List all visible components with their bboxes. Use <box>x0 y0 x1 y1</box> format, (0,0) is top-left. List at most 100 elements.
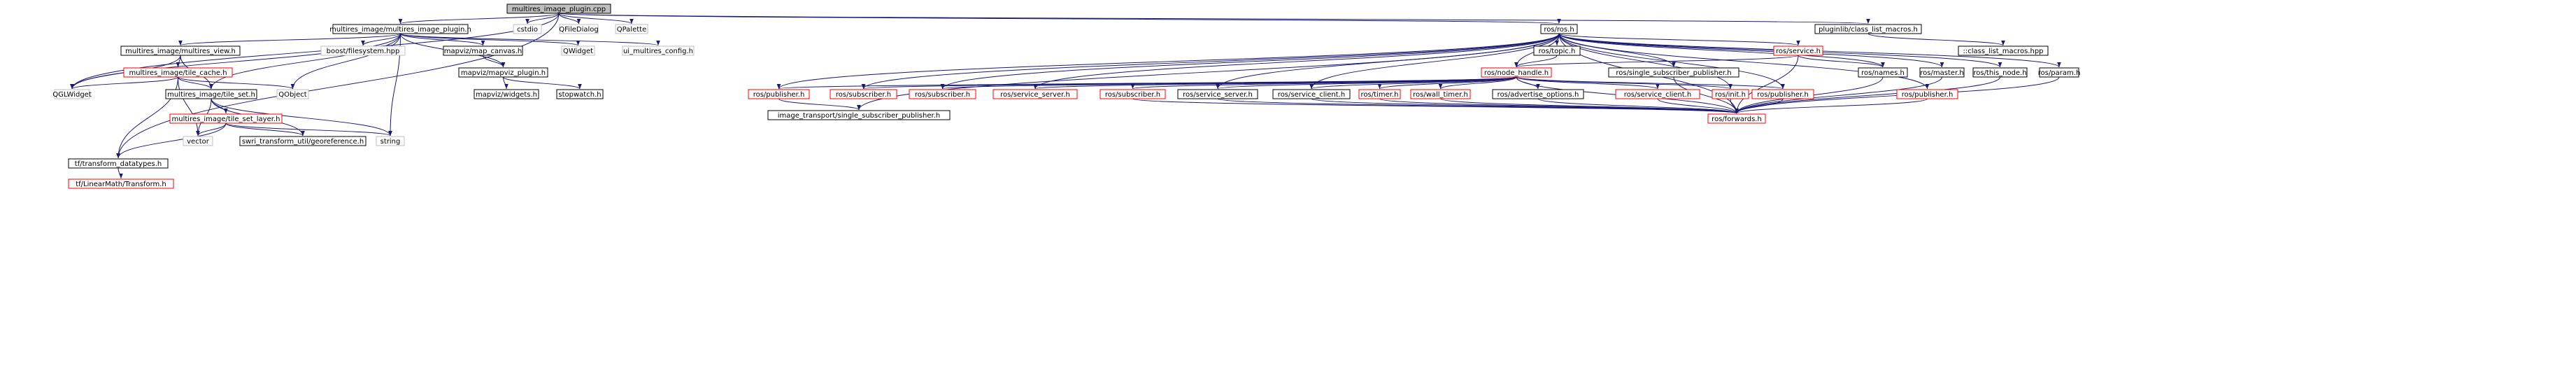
node-box-n40[interactable] <box>1272 89 1351 99</box>
node-box-n8[interactable] <box>320 46 406 56</box>
node-n23[interactable]: tf/transform_datatypes.h <box>68 158 169 169</box>
node-box-n36[interactable] <box>909 89 976 99</box>
node-box-n17[interactable] <box>474 89 539 99</box>
node-n13[interactable]: QGLWidget <box>52 89 92 99</box>
node-box-n13[interactable] <box>54 89 90 99</box>
node-n44[interactable]: ros/service_client.h <box>1615 89 1700 99</box>
node-n19[interactable]: multires_image/tile_set_layer.h <box>169 113 283 124</box>
node-n28[interactable]: ros/node_handle.h <box>1481 67 1552 78</box>
node-n24[interactable]: tf/LinearMath/Transform.h <box>68 178 174 189</box>
node-box-n15[interactable] <box>276 89 309 99</box>
node-n15[interactable]: QObject <box>276 89 309 99</box>
node-box-n25[interactable] <box>1533 46 1581 56</box>
node-box-n24[interactable] <box>68 178 174 189</box>
node-box-n32[interactable] <box>1972 67 2028 78</box>
node-box-n39[interactable] <box>1177 89 1258 99</box>
node-n45[interactable]: ros/init.h <box>1712 89 1749 99</box>
node-box-n5[interactable] <box>1540 24 1578 34</box>
node-n38[interactable]: ros/subscriber.h <box>1100 89 1166 99</box>
node-n47[interactable]: ros/publisher.h <box>1896 89 1958 99</box>
node-n10[interactable]: QWidget <box>561 46 595 56</box>
node-box-n46[interactable] <box>1751 89 1814 99</box>
node-box-n4[interactable] <box>615 24 648 34</box>
node-n17[interactable]: mapviz/widgets.h <box>474 89 539 99</box>
node-box-n14[interactable] <box>165 89 257 99</box>
node-box-n16[interactable] <box>458 67 548 78</box>
node-n32[interactable]: ros/this_node.h <box>1972 67 2028 78</box>
node-n40[interactable]: ros/service_client.h <box>1272 89 1351 99</box>
node-box-n7[interactable] <box>120 46 241 56</box>
node-box-n49[interactable] <box>1707 113 1766 124</box>
node-n22[interactable]: swri_transform_util/georeference.h <box>239 136 367 146</box>
node-n33[interactable]: ros/param.h <box>2038 67 2081 78</box>
node-box-n48[interactable] <box>767 110 951 120</box>
node-box-n30[interactable] <box>1858 67 1908 78</box>
node-n37[interactable]: ros/service_server.h <box>992 89 1078 99</box>
node-n16[interactable]: mapviz/mapviz_plugin.h <box>458 67 548 78</box>
node-box-n19[interactable] <box>169 113 283 124</box>
node-box-n2[interactable] <box>513 24 542 34</box>
node-n27[interactable]: ::class_list_macros.hpp <box>1958 46 2049 56</box>
node-n5[interactable]: ros/ros.h <box>1540 24 1578 34</box>
node-n8[interactable]: boost/filesystem.hpp <box>320 46 406 56</box>
node-box-n28[interactable] <box>1481 67 1552 78</box>
node-n2[interactable]: cstdio <box>513 24 542 34</box>
node-box-n35[interactable] <box>830 89 897 99</box>
node-n21[interactable]: string <box>376 136 405 146</box>
node-n41[interactable]: ros/timer.h <box>1358 89 1401 99</box>
node-box-n29[interactable] <box>1608 67 1739 78</box>
node-box-n43[interactable] <box>1492 89 1584 99</box>
node-box-n23[interactable] <box>68 158 169 169</box>
node-n1[interactable]: multires_image/multires_image_plugin.h <box>329 24 471 34</box>
node-n35[interactable]: ros/subscriber.h <box>830 89 897 99</box>
node-box-n37[interactable] <box>992 89 1078 99</box>
node-box-n41[interactable] <box>1358 89 1401 99</box>
node-box-n18[interactable] <box>556 89 604 99</box>
node-n39[interactable]: ros/service_server.h <box>1177 89 1258 99</box>
node-n49[interactable]: ros/forwards.h <box>1707 113 1766 124</box>
node-box-n6[interactable] <box>1814 24 1922 34</box>
node-n31[interactable]: ros/master.h <box>1919 67 1965 78</box>
node-box-n34[interactable] <box>748 89 810 99</box>
node-box-n1[interactable] <box>332 24 469 34</box>
node-n11[interactable]: ui_multires_config.h <box>622 46 695 56</box>
node-box-n44[interactable] <box>1615 89 1700 99</box>
node-box-n26[interactable] <box>1773 46 1823 56</box>
node-n36[interactable]: ros/subscriber.h <box>909 89 976 99</box>
node-box-n27[interactable] <box>1958 46 2049 56</box>
node-n3[interactable]: QFileDialog <box>559 24 599 34</box>
node-n26[interactable]: ros/service.h <box>1773 46 1823 56</box>
node-n4[interactable]: QPalette <box>615 24 648 34</box>
node-box-n9[interactable] <box>443 46 523 56</box>
node-n6[interactable]: pluginlib/class_list_macros.h <box>1814 24 1922 34</box>
node-n29[interactable]: ros/single_subscriber_publisher.h <box>1608 67 1739 78</box>
node-n14[interactable]: multires_image/tile_set.h <box>165 89 257 99</box>
node-n20[interactable]: vector <box>183 136 213 146</box>
node-box-n31[interactable] <box>1919 67 1965 78</box>
node-box-n12[interactable] <box>123 67 233 78</box>
node-n42[interactable]: ros/wall_timer.h <box>1410 89 1471 99</box>
node-n30[interactable]: ros/names.h <box>1858 67 1908 78</box>
node-box-n45[interactable] <box>1712 89 1749 99</box>
node-box-n10[interactable] <box>561 46 595 56</box>
node-box-n20[interactable] <box>183 136 213 146</box>
node-n48[interactable]: image_transport/single_subscriber_publis… <box>767 110 951 120</box>
node-n46[interactable]: ros/publisher.h <box>1751 89 1814 99</box>
node-box-n47[interactable] <box>1896 89 1958 99</box>
node-n25[interactable]: ros/topic.h <box>1533 46 1581 56</box>
node-n34[interactable]: ros/publisher.h <box>748 89 810 99</box>
node-n9[interactable]: mapviz/map_canvas.h <box>443 46 523 56</box>
node-box-n38[interactable] <box>1100 89 1166 99</box>
node-n18[interactable]: stopwatch.h <box>556 89 604 99</box>
node-box-n11[interactable] <box>622 46 695 56</box>
node-box-n33[interactable] <box>2039 67 2079 78</box>
node-n43[interactable]: ros/advertise_options.h <box>1492 89 1584 99</box>
node-n12[interactable]: multires_image/tile_cache.h <box>123 67 233 78</box>
node-n7[interactable]: multires_image/multires_view.h <box>120 46 241 56</box>
node-box-n3[interactable] <box>559 24 599 34</box>
node-box-n22[interactable] <box>239 136 367 146</box>
node-box-n42[interactable] <box>1410 89 1471 99</box>
node-box-root[interactable] <box>506 4 611 14</box>
node-root[interactable]: multires_image_plugin.cpp <box>506 4 611 14</box>
node-box-n21[interactable] <box>376 136 405 146</box>
